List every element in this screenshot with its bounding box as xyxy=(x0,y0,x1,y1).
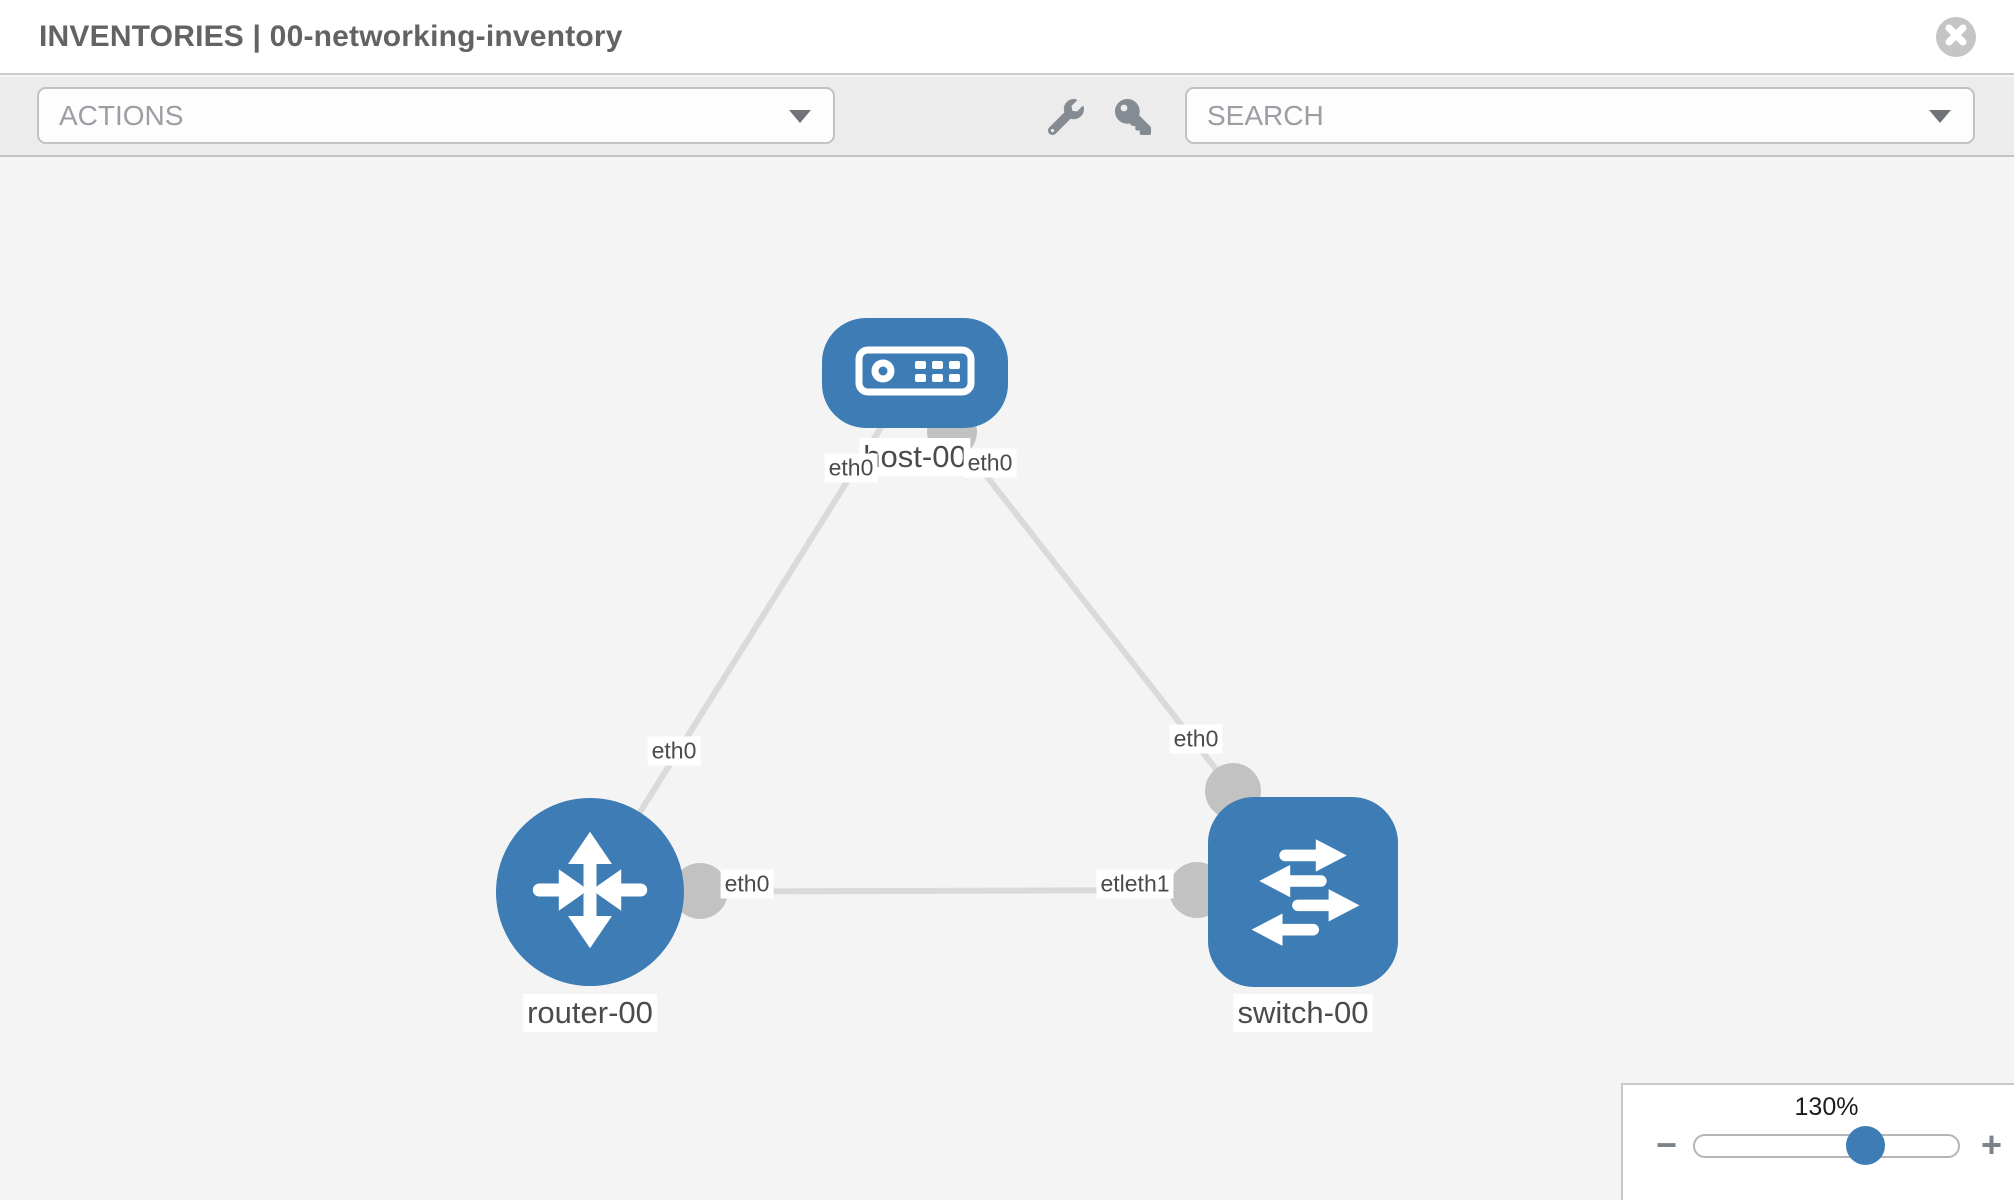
zoom-control-panel: 130% − + xyxy=(1621,1083,2014,1200)
wrench-icon xyxy=(1047,99,1084,139)
page-title: INVENTORIES | 00-networking-inventory xyxy=(39,20,623,53)
node-host-00[interactable] xyxy=(822,318,1008,428)
key-icon xyxy=(1115,99,1151,139)
search-dropdown[interactable]: SEARCH xyxy=(1185,87,1975,144)
zoom-slider-knob[interactable] xyxy=(1846,1126,1885,1165)
zoom-out-button[interactable]: − xyxy=(1656,1124,1678,1165)
toolbar: ACTIONS SEARCH xyxy=(0,77,2014,157)
panel-header: INVENTORIES | 00-networking-inventory xyxy=(0,0,2014,75)
credentials-key-button[interactable] xyxy=(1115,99,1151,135)
node-switch-00[interactable] xyxy=(1208,797,1398,987)
topology-canvas[interactable]: host-00 router-00 switch-00 eth0 eth0 et… xyxy=(0,157,2014,1200)
close-button[interactable] xyxy=(1936,17,1976,57)
zoom-percent-label: 130% xyxy=(1794,1093,1859,1121)
if-label-router-uplink: eth0 xyxy=(647,736,701,766)
if-label-switch-left: etleth1 xyxy=(1096,869,1174,899)
topology-links-layer xyxy=(587,371,1261,919)
router-arrows-icon xyxy=(525,825,655,960)
chevron-down-icon xyxy=(789,109,811,123)
if-label-router-right: eth0 xyxy=(720,869,774,899)
zoom-in-button[interactable]: + xyxy=(1981,1124,2003,1165)
node-label-host: host-00 xyxy=(859,438,971,476)
search-dropdown-label: SEARCH xyxy=(1207,99,1324,131)
actions-dropdown[interactable]: ACTIONS xyxy=(37,87,835,144)
chevron-down-icon xyxy=(1929,109,1951,123)
if-label-host-left: eth0 xyxy=(824,453,878,483)
actions-dropdown-label: ACTIONS xyxy=(59,99,184,131)
adhoc-wrench-button[interactable] xyxy=(1047,99,1084,136)
zoom-slider-track[interactable] xyxy=(1693,1134,1960,1158)
if-label-host-right: eth0 xyxy=(963,448,1017,478)
node-label-switch: switch-00 xyxy=(1233,994,1373,1032)
node-router-00[interactable] xyxy=(496,798,684,986)
port-router-right xyxy=(672,863,728,919)
node-label-router: router-00 xyxy=(523,994,657,1032)
switch-arrows-icon xyxy=(1239,826,1367,959)
close-icon xyxy=(1945,24,1967,51)
server-icon xyxy=(855,345,975,402)
if-label-switch-uplink: eth0 xyxy=(1169,724,1223,754)
